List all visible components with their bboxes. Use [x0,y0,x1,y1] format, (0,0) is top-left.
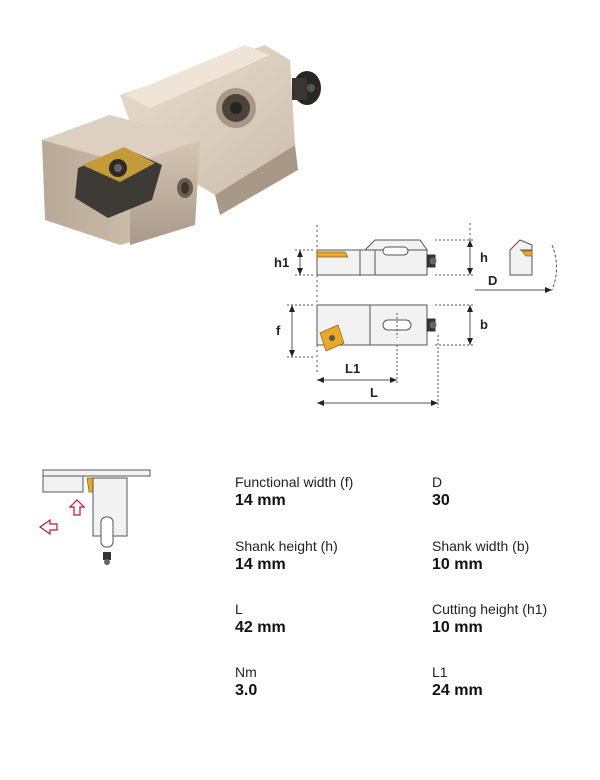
label-L1: L1 [345,361,360,376]
spec-label: D [432,474,443,490]
label-h1: h1 [274,255,289,270]
product-photo [42,45,321,245]
spec-functional-width: Functional width (f) 14 mm [235,474,353,511]
spec-d: D 30 [432,474,450,511]
label-b: b [480,317,488,332]
spec-label: L1 [432,664,448,680]
label-f: f [276,323,281,338]
spec-length: L 42 mm [235,601,286,638]
spec-torque: Nm 3.0 [235,664,257,701]
spec-value: 14 mm [235,556,286,573]
label-L: L [370,385,378,400]
spec-label: Shank height (h) [235,538,338,554]
spec-l1: L1 24 mm [432,664,483,701]
spec-label: Functional width (f) [235,474,354,490]
spec-label: Cutting height (h1) [432,601,548,617]
spec-value: 10 mm [432,556,483,573]
label-h: h [480,250,488,265]
spec-cutting-height: Cutting height (h1) 10 mm [432,601,547,638]
spec-value: 30 [432,492,450,509]
dimension-drawing: h1 h D f b L1 L [274,223,557,408]
spec-label: Nm [235,664,257,680]
spec-shank-height: Shank height (h) 14 mm [235,538,338,575]
spec-value: 24 mm [432,682,483,699]
spec-value: 3.0 [235,682,258,699]
label-D: D [488,273,497,288]
spec-shank-width: Shank width (b) 10 mm [432,538,529,575]
spec-label: Shank width (b) [432,538,530,554]
spec-value: 14 mm [235,492,286,509]
spec-value: 10 mm [432,619,483,636]
spec-label: L [235,601,243,617]
spec-value: 42 mm [235,619,286,636]
orientation-diagram [38,469,151,565]
